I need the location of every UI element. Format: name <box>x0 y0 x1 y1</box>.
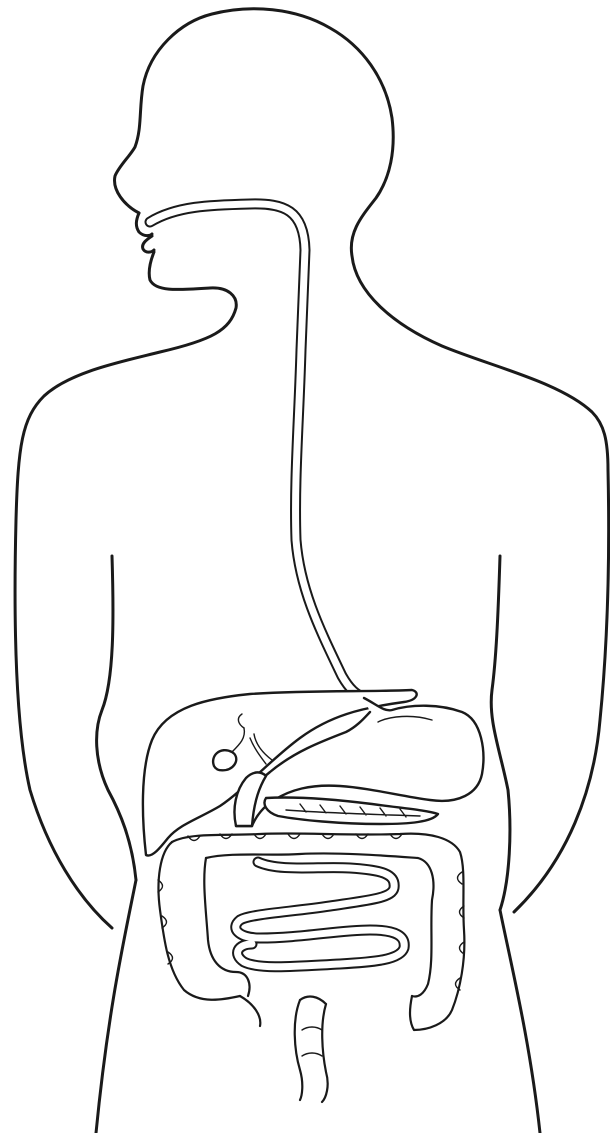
mouth-outline <box>15 213 236 928</box>
right-lower-torso <box>500 910 540 1133</box>
head-outline <box>115 9 608 470</box>
right-torso-side <box>514 470 609 912</box>
left-arm-inner <box>97 556 136 880</box>
small-intestine <box>236 862 405 967</box>
pancreas <box>265 797 439 824</box>
right-arm-inner <box>491 556 510 910</box>
rectum <box>295 997 328 1102</box>
esophagus <box>150 204 364 698</box>
